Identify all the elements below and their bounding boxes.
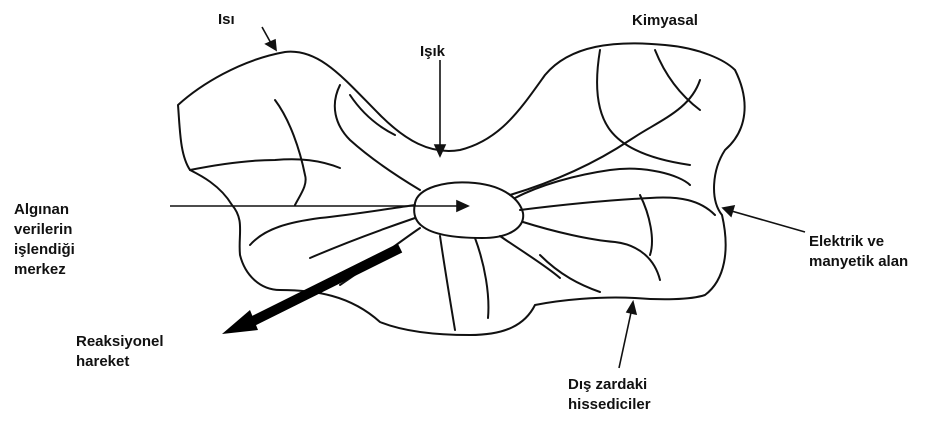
label-center-line: verilerin bbox=[14, 220, 75, 240]
label-chemical: Kimyasal bbox=[632, 11, 698, 31]
inner-line bbox=[640, 195, 652, 255]
inner-line bbox=[250, 205, 415, 245]
label-electromagnetic-line: manyetik alan bbox=[809, 252, 908, 272]
inner-line bbox=[515, 169, 690, 198]
reaction-arrow bbox=[222, 248, 400, 334]
label-center: Algınan verilerin işlendiği merkez bbox=[14, 200, 75, 280]
cell-outline bbox=[178, 43, 745, 335]
label-reaction-line: Reaksiyonel bbox=[76, 332, 164, 352]
inner-line bbox=[510, 80, 700, 195]
label-heat: Isı bbox=[218, 10, 235, 30]
inner-line bbox=[190, 159, 340, 170]
em-arrow bbox=[728, 210, 805, 232]
receptor-arrow bbox=[619, 308, 632, 368]
label-electromagnetic: Elektrik ve manyetik alan bbox=[809, 232, 908, 272]
inner-line bbox=[350, 95, 395, 135]
em-arrowhead bbox=[723, 206, 734, 216]
label-reaction-line: hareket bbox=[76, 352, 164, 372]
center-arrowhead bbox=[457, 201, 468, 211]
receptor-arrowhead bbox=[627, 302, 636, 314]
inner-line bbox=[500, 236, 560, 278]
heat-arrowhead bbox=[266, 40, 276, 50]
label-light: Işık bbox=[420, 42, 445, 62]
inner-line bbox=[440, 236, 455, 330]
processing-center bbox=[414, 182, 523, 238]
inner-line bbox=[475, 238, 488, 318]
inner-line bbox=[540, 255, 600, 292]
label-center-line: Algınan bbox=[14, 200, 75, 220]
inner-line bbox=[655, 50, 700, 110]
inner-line bbox=[520, 198, 715, 215]
label-receptors: Dış zardaki hissediciler bbox=[568, 375, 651, 415]
label-center-line: işlendiği bbox=[14, 240, 75, 260]
inner-line bbox=[523, 222, 660, 280]
inner-line bbox=[597, 50, 690, 165]
label-center-line: merkez bbox=[14, 260, 75, 280]
label-receptors-line: hissediciler bbox=[568, 395, 651, 415]
label-receptors-line: Dış zardaki bbox=[568, 375, 651, 395]
label-reaction: Reaksiyonel hareket bbox=[76, 332, 164, 372]
label-electromagnetic-line: Elektrik ve bbox=[809, 232, 908, 252]
inner-line bbox=[275, 100, 306, 205]
